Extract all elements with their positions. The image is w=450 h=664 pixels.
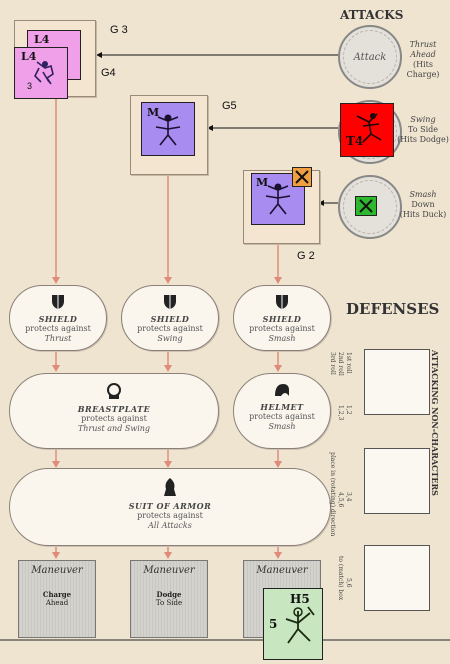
defense-name: BREASTPLATE (77, 404, 151, 414)
defense-target: Smash (268, 334, 296, 343)
maneuver-header: Maneuver (256, 565, 308, 576)
warrior-icon (155, 114, 181, 146)
maneuver-subtitle: Ahead (45, 599, 69, 607)
defense-line: protects against (25, 324, 91, 333)
counter-code: M (147, 106, 160, 119)
helmet-icon (234, 382, 330, 402)
defense-name: SHIELD (38, 314, 78, 324)
attack-line2: Ahead (410, 50, 436, 59)
attack-thrust-text: Thrust Ahead (Hits Charge) (397, 40, 449, 80)
table-box-2[interactable] (364, 448, 430, 514)
shield-icon (122, 294, 218, 314)
counter-code: M (256, 176, 269, 189)
marker-orange[interactable] (292, 167, 312, 187)
warrior-icon (285, 606, 315, 644)
counter-g3-bottom[interactable]: L4 3 (14, 47, 68, 99)
defense-name: SUIT OF ARMOR (128, 501, 212, 511)
counter-number: 5 (269, 617, 278, 631)
label-g3: G 3 (110, 24, 128, 36)
note-range4: 4,5,6 (337, 492, 344, 508)
counter-h5[interactable]: H5 5 (263, 588, 323, 660)
cross-icon (295, 170, 309, 184)
counter-code: T4 (346, 134, 364, 148)
defense-line: protects against (137, 324, 203, 333)
defense-line: protects against (249, 324, 315, 333)
counter-code: L4 (21, 50, 37, 63)
label-g4: G4 (101, 67, 116, 79)
defense-line: protects against (137, 511, 203, 520)
label-g2: G 2 (297, 250, 315, 262)
table-box-1[interactable] (364, 349, 430, 415)
note-range2: 1,2,3 (337, 405, 344, 421)
label-g5: G5 (222, 100, 237, 112)
attack-hits: (Hits Charge) (406, 60, 440, 79)
attack-label: Attack (353, 51, 387, 63)
maneuver-header: Maneuver (31, 565, 83, 576)
defense-target: Swing (157, 334, 183, 343)
attack-line1: Smash (409, 190, 437, 199)
counter-g5[interactable]: M (141, 102, 195, 156)
maneuver-header: Maneuver (143, 565, 195, 576)
maneuver-charge[interactable]: Maneuver Charge Ahead (18, 560, 96, 638)
defense-name: SHIELD (262, 314, 302, 324)
note-roll1: 1st roll (345, 352, 352, 374)
breastplate-icon (10, 382, 218, 404)
defense-shield-smash[interactable]: SHIELD protects against Smash (233, 285, 331, 351)
note-roll2: 2nd roll (337, 352, 344, 376)
maneuver-subtitle: To Side (155, 599, 183, 607)
counter-code: H5 (290, 592, 310, 606)
warrior-icon (265, 183, 291, 215)
maneuver-title: Charge (42, 590, 72, 599)
note-range1: 1,2 (345, 405, 352, 415)
attack-line1: Swing (410, 115, 436, 124)
attack-line2: Down (411, 200, 435, 209)
attack-line2: To Side (408, 125, 438, 134)
counter-code: L4 (34, 33, 50, 46)
attack-thrust-circle[interactable]: Attack (338, 25, 402, 89)
defense-line: protects against (249, 412, 315, 421)
attack-smash-text: Smash Down (Hits Duck) (397, 190, 449, 220)
defense-target: All Attacks (148, 521, 192, 530)
defenses-heading: DEFENSES (346, 300, 440, 318)
counter-swing[interactable]: T4 (340, 103, 394, 157)
defense-target: Smash (268, 422, 296, 431)
counter-number: 3 (27, 81, 33, 91)
attack-hits: (Hits Duck) (399, 210, 447, 219)
defense-suit-of-armor[interactable]: SUIT OF ARMOR protects against All Attac… (9, 468, 331, 546)
note-place: place in (rotating) direction (329, 452, 336, 537)
defense-shield-thrust[interactable]: SHIELD protects against Thrust (9, 285, 107, 351)
warrior-icon (356, 113, 382, 143)
note-range5: 5,6 (345, 578, 352, 588)
attack-line1: Thrust (409, 40, 437, 49)
defense-name: SHIELD (150, 314, 190, 324)
defense-target: Thrust (44, 334, 72, 343)
defense-target: Thrust and Swing (77, 424, 151, 433)
maneuver-dodge[interactable]: Maneuver Dodge To Side (130, 560, 208, 638)
table-box-3[interactable] (364, 545, 430, 611)
note-range3: 3,4 (345, 492, 352, 502)
shield-icon (234, 294, 330, 314)
shield-icon (10, 294, 106, 314)
marker-green[interactable] (355, 196, 377, 216)
attack-swing-text: Swing To Side (Hits Dodge) (397, 115, 449, 145)
note-roll3: 3rd roll (329, 352, 336, 375)
defense-name: HELMET (260, 402, 304, 412)
cross-icon (359, 199, 373, 213)
armor-icon (10, 477, 330, 501)
note-to-box: to (match) box (337, 556, 344, 601)
defense-breastplate[interactable]: BREASTPLATE protects against Thrust and … (9, 373, 219, 449)
defense-helmet[interactable]: HELMET protects against Smash (233, 373, 331, 449)
attack-hits: (Hits Dodge) (397, 135, 449, 144)
defense-line: protects against (81, 414, 147, 423)
attacks-heading: ATTACKS (340, 8, 404, 22)
maneuver-title: Dodge (156, 590, 182, 599)
defense-shield-swing[interactable]: SHIELD protects against Swing (121, 285, 219, 351)
warrior-icon (34, 61, 54, 85)
